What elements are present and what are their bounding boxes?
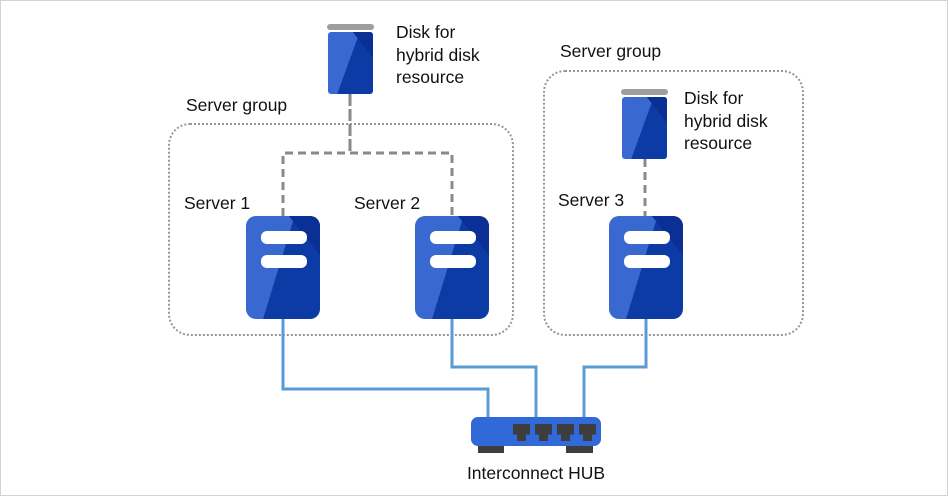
server-slot — [430, 255, 476, 268]
server-3-icon — [609, 216, 683, 319]
server-group-2-box — [543, 70, 804, 336]
hub-foot — [566, 446, 593, 453]
interconnect-hub-icon — [471, 417, 601, 453]
hub-port-icon — [513, 424, 530, 441]
hybrid-disk-1-label: Disk for hybrid disk resource — [396, 22, 480, 87]
hub-foot — [478, 446, 504, 453]
hub-port-icon — [557, 424, 574, 441]
server-group-1-label: Server group — [186, 95, 288, 115]
hybrid-disk-icon-1 — [327, 24, 374, 94]
server-slot — [624, 231, 670, 244]
server-slot — [624, 255, 670, 268]
server-2-label: Server 2 — [354, 193, 421, 213]
server-slot — [261, 255, 307, 268]
disk-cap — [621, 89, 668, 95]
server-1-icon — [246, 216, 320, 319]
hub-port-icon — [535, 424, 552, 441]
interconnect-hub-label: Interconnect HUB — [466, 463, 606, 483]
server-2-icon — [415, 216, 489, 319]
server-slot — [261, 231, 307, 244]
hybrid-disk-2-label: Disk for hybrid disk resource — [684, 88, 768, 153]
server-slot — [430, 231, 476, 244]
disk-body — [328, 32, 373, 94]
disk-cap — [327, 24, 374, 30]
hub-port-icon — [579, 424, 596, 441]
server-group-2-label: Server group — [560, 41, 662, 61]
server-1-label: Server 1 — [184, 193, 251, 213]
server-3-label: Server 3 — [558, 190, 625, 210]
disk-body — [622, 97, 667, 159]
hybrid-disk-icon-2 — [621, 89, 668, 159]
